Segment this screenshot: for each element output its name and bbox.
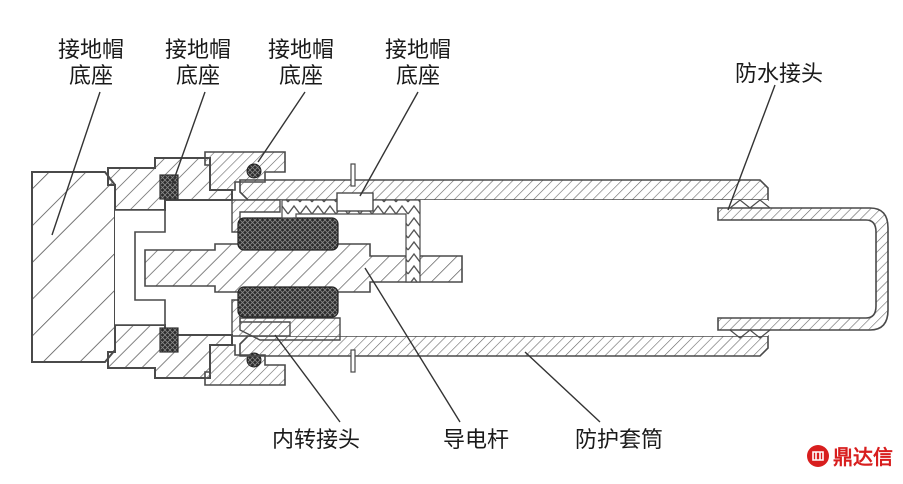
o-ring-upper xyxy=(246,163,262,179)
insulator-upper xyxy=(237,217,339,251)
label-grounding-cap-base-1: 接地帽 底座 xyxy=(58,38,125,89)
inner-adapter-body xyxy=(239,317,341,341)
end-cap-block xyxy=(31,171,116,363)
label-inner-adapter: 内转接头 xyxy=(272,428,361,453)
label-grounding-cap-base-4: 接地帽 底座 xyxy=(385,38,452,89)
label-grounding-cap-base-3: 接地帽 底座 xyxy=(268,38,335,89)
pin-upper xyxy=(350,163,356,187)
conductive-rod xyxy=(144,243,463,293)
waterproof-joint-threads xyxy=(729,199,771,339)
label-protective-sleeve: 防护套筒 xyxy=(575,428,664,453)
seal-upper xyxy=(159,174,179,200)
inner-bore-outline xyxy=(115,209,166,326)
watermark-logo-icon xyxy=(807,444,829,467)
contact-spring xyxy=(281,199,421,283)
label-conductive-rod: 导电杆 xyxy=(443,428,510,453)
leader-lines xyxy=(51,84,776,423)
label-grounding-cap-base-2: 接地帽 底座 xyxy=(165,38,232,89)
watermark: 鼎达信 xyxy=(807,441,893,470)
small-terminal-box xyxy=(336,192,374,212)
insulator-lower xyxy=(237,286,339,318)
watermark-text: 鼎达信 xyxy=(833,445,893,469)
waterproof-joint xyxy=(717,207,889,331)
protective-sleeve-top xyxy=(239,179,769,201)
label-waterproof-joint: 防水接头 xyxy=(735,62,824,87)
pin-lower xyxy=(350,349,356,373)
seal-lower xyxy=(159,327,179,353)
